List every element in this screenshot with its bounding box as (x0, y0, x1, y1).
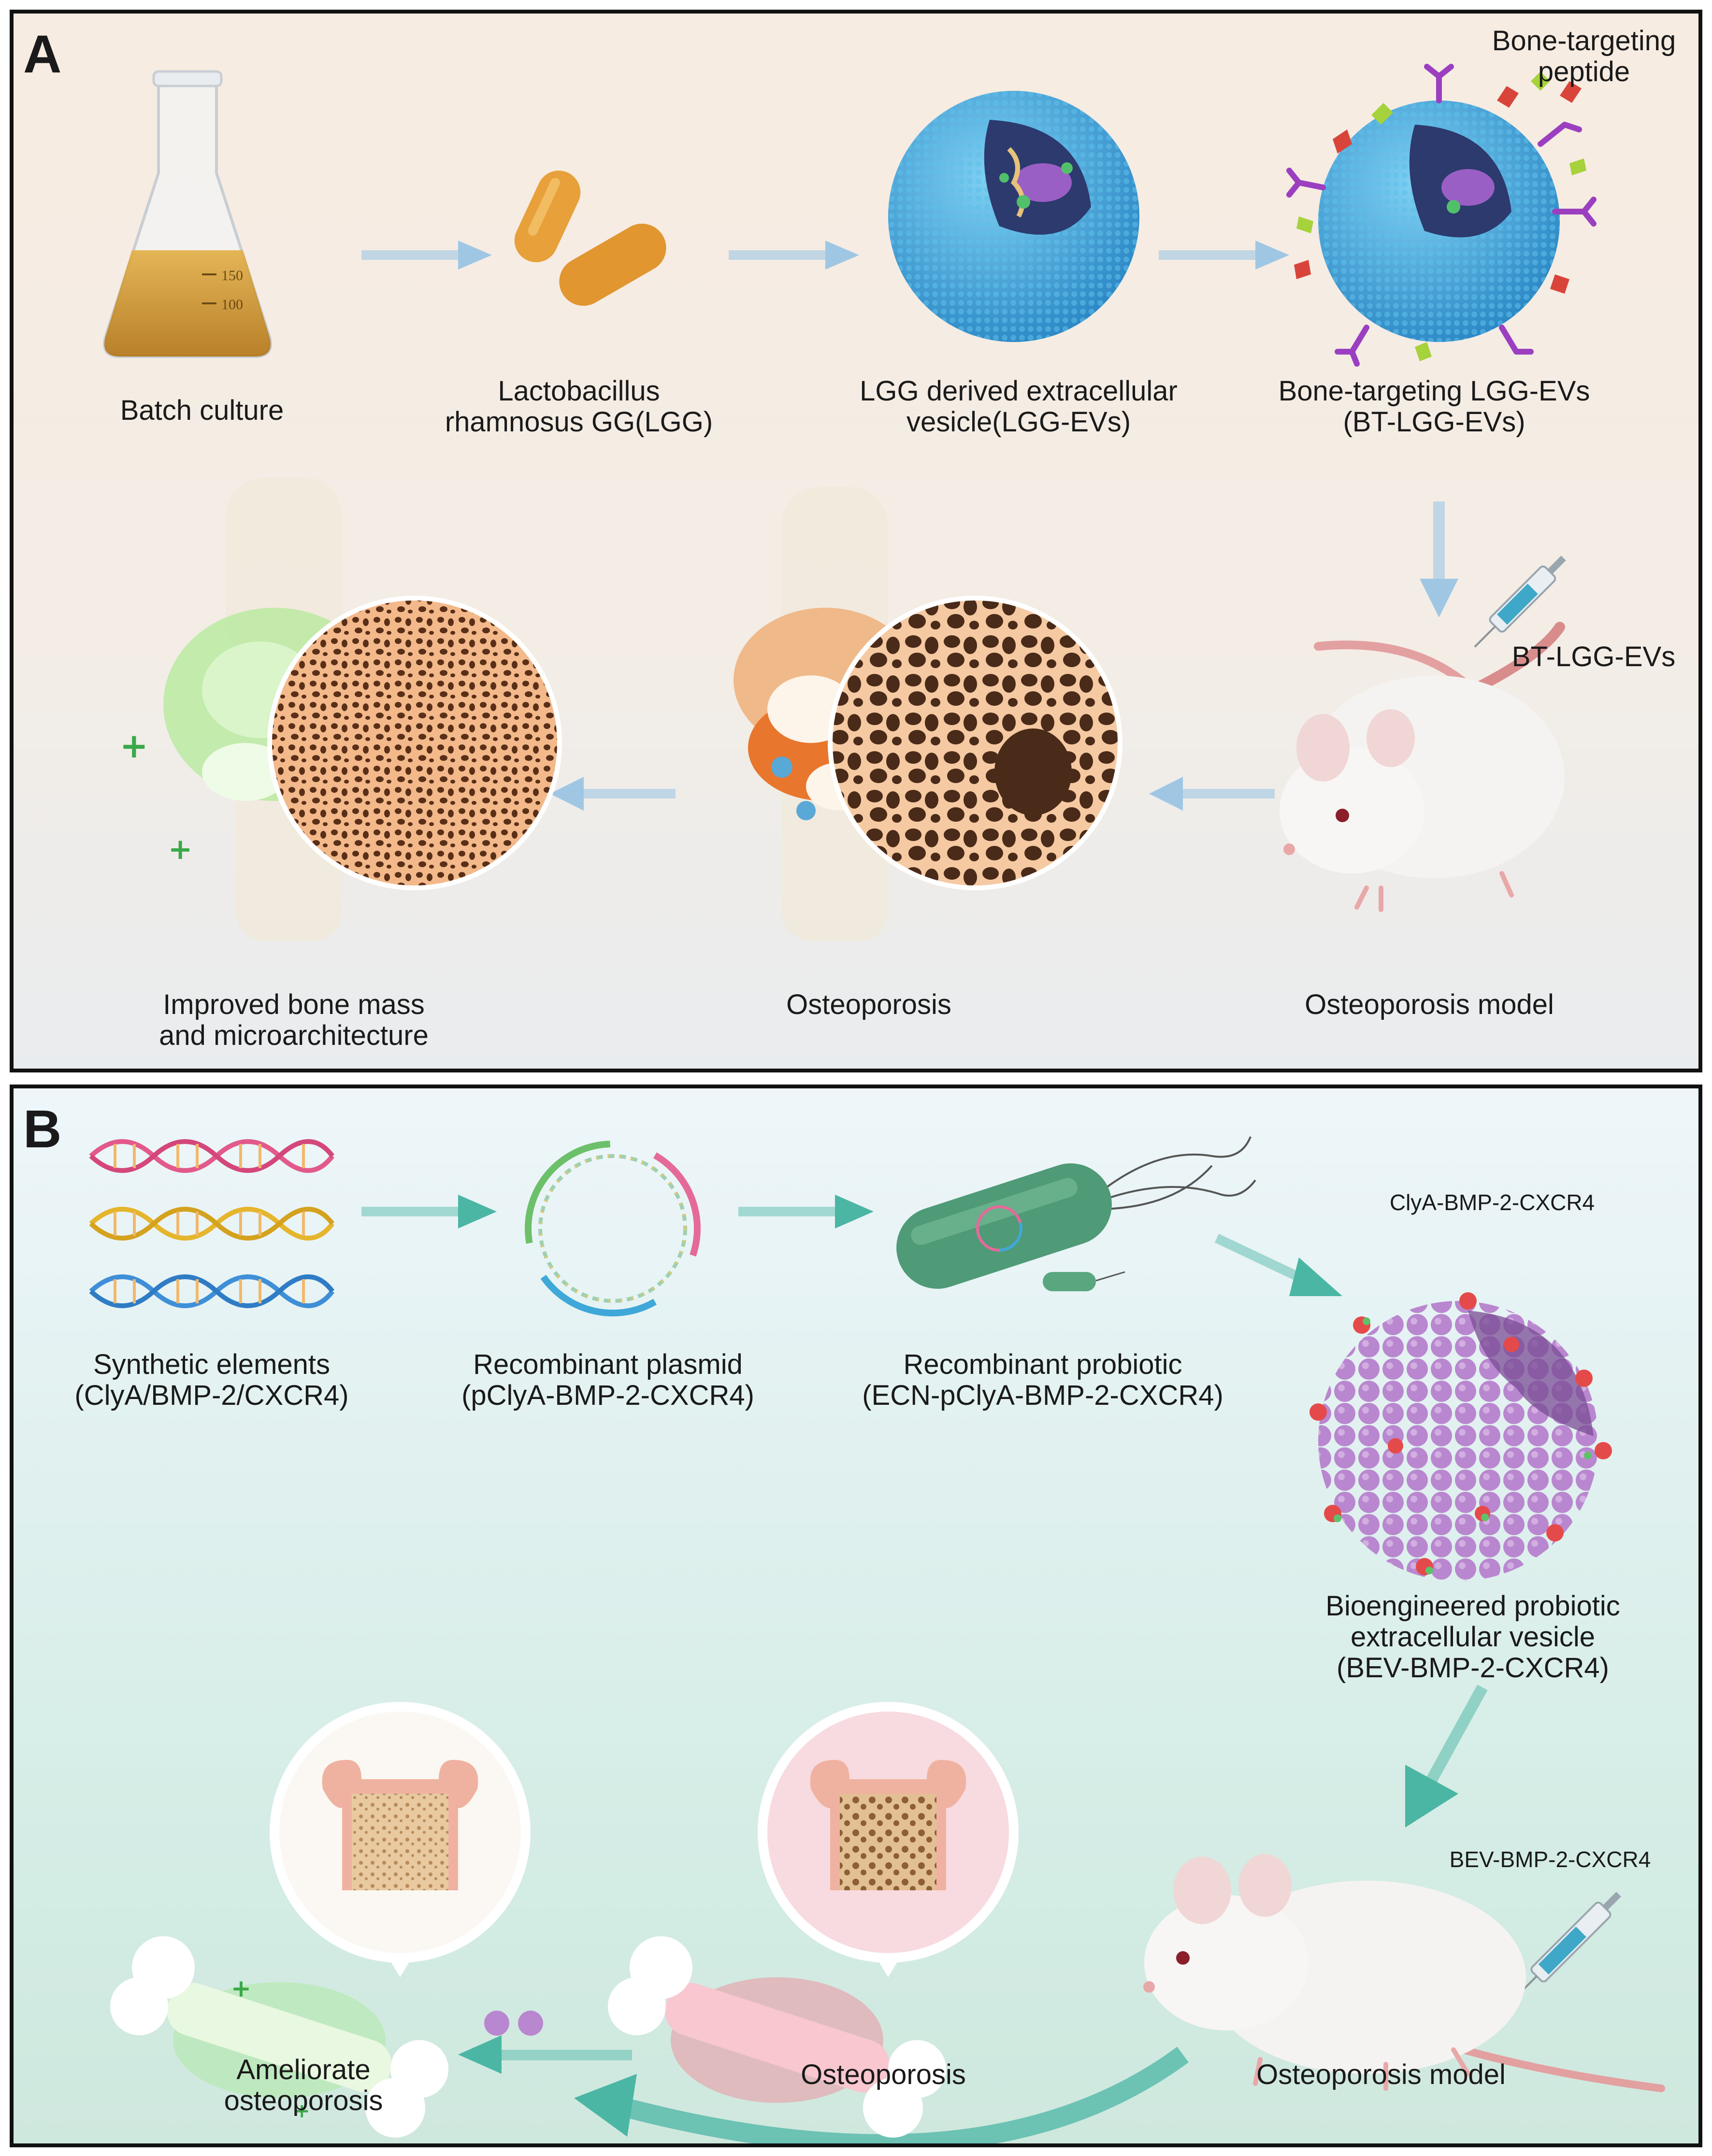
label-synthetic-line2: (ClyA/BMP-2/CXCR4) (74, 1380, 349, 1411)
label-bev-injection: BEV-BMP-2-CXCR4 (1449, 1847, 1651, 1872)
arrow-right-1 (361, 241, 492, 270)
svg-text:+: + (168, 832, 192, 866)
panel-a: A 150 100 (10, 10, 1702, 1072)
label-improved: Improved bone mass and microarchitecture (115, 989, 473, 1051)
svg-text:+: + (231, 1974, 251, 2002)
label-synthetic: Synthetic elements (ClyA/BMP-2/CXCR4) (52, 1349, 371, 1411)
label-plasmid: Recombinant plasmid (pClyA-BMP-2-CXCR4) (439, 1349, 777, 1411)
flask-mark-100: 100 (221, 297, 243, 313)
label-bev-line1: Bioengineered probiotic (1325, 1590, 1620, 1622)
arrow-b-right-2 (738, 1195, 874, 1228)
label-bev: Bioengineered probiotic extracellular ve… (1289, 1591, 1656, 1684)
bev-vesicle-icon (1309, 1292, 1612, 1581)
peptide-icon (1286, 64, 1597, 367)
arrow-right-3 (1159, 241, 1289, 270)
label-lgg-evs: LGG derived extracellular vesicle(LGG-EV… (835, 376, 1202, 438)
label-osteoporosis-model-a: Osteoporosis model (1305, 989, 1554, 1020)
mouse-icon (1280, 622, 1565, 912)
label-bev-line2: extracellular vesicle (1350, 1621, 1596, 1653)
label-osteoporosis-b: Osteoporosis (801, 2059, 966, 2090)
arrow-left-1 (1149, 777, 1275, 811)
arrow-b-right-1 (361, 1195, 497, 1228)
flask-icon: 150 100 (103, 70, 272, 358)
label-bt-lgg-evs-injection: BT-LGG-EVs (1511, 641, 1676, 672)
label-bt-lgg-evs-line2: (BT-LGG-EVs) (1343, 406, 1525, 438)
panel-a-letter: A (23, 25, 62, 84)
label-bt-lgg-evs: Bone-targeting LGG-EVs (BT-LGG-EVs) (1251, 376, 1618, 438)
label-synthetic-line1: Synthetic elements (93, 1349, 331, 1380)
label-bev-line3: (BEV-BMP-2-CXCR4) (1337, 1652, 1609, 1684)
vertebra-healthy-icon (270, 1702, 531, 1977)
label-improved-line2: and microarchitecture (159, 1020, 429, 1051)
label-osteoporosis-a: Osteoporosis (786, 989, 951, 1020)
probiotic-icon (896, 1136, 1256, 1291)
syringe-icon-b (1512, 1892, 1621, 2001)
syringe-icon (1474, 556, 1566, 648)
flask-mark-150: 150 (221, 268, 243, 284)
bone-healthy-icon: + + (110, 1936, 448, 2138)
mouse-icon-b (1143, 1854, 1665, 2092)
label-clya: ClyA-BMP-2-CXCR4 (1389, 1190, 1595, 1215)
label-bone-targeting-peptide: Bone-targeting peptide (1473, 26, 1695, 87)
bacteria-icon (514, 171, 666, 306)
label-peptide-line2: peptide (1538, 56, 1630, 87)
label-lgg-evs-line2: vesicle(LGG-EVs) (906, 406, 1131, 438)
label-improved-line1: Improved bone mass (163, 989, 425, 1020)
arrow-down (1420, 501, 1458, 617)
label-osteoporosis-model-b: Osteoporosis model (1256, 2059, 1506, 2090)
arrow-b-curved (574, 2046, 1189, 2143)
label-batch-culture: Batch culture (120, 395, 284, 426)
label-lgg-evs-line1: LGG derived extracellular (860, 375, 1178, 407)
bone-osteoporosis-icon (608, 1936, 946, 2138)
label-ameliorate-line1: Ameliorate (236, 2054, 371, 2085)
label-plasmid-line1: Recombinant plasmid (473, 1349, 743, 1380)
label-bt-lgg-evs-line1: Bone-targeting LGG-EVs (1278, 375, 1590, 407)
vesicle-particles-icon (484, 2011, 543, 2036)
arrow-b-diag (1214, 1233, 1342, 1296)
label-probiotic-line2: (ECN-pClyA-BMP-2-CXCR4) (862, 1380, 1223, 1411)
label-lgg-line2: rhamnosus GG(LGG) (445, 406, 713, 438)
arrow-right-2 (729, 241, 859, 270)
bt-vesicle-icon (1286, 64, 1597, 367)
label-ameliorate: Ameliorate osteoporosis (158, 2055, 448, 2116)
label-lgg-line1: Lactobacillus (498, 375, 660, 407)
arrow-b-left (458, 2035, 632, 2074)
vesicle-icon (888, 91, 1139, 342)
dense-bone-section-icon (267, 596, 562, 890)
svg-text:+: + (120, 726, 148, 766)
label-ameliorate-line2: osteoporosis (224, 2085, 383, 2116)
vertebra-osteoporosis-icon (758, 1702, 1019, 1977)
arrow-left-2 (550, 777, 676, 811)
label-plasmid-line2: (pClyA-BMP-2-CXCR4) (461, 1380, 754, 1411)
svg-text:+: + (294, 2100, 310, 2122)
label-peptide-line1: Bone-targeting (1492, 25, 1676, 57)
label-probiotic: Recombinant probiotic (ECN-pClyA-BMP-2-C… (835, 1349, 1251, 1411)
label-lgg: Lactobacillus rhamnosus GG(LGG) (429, 376, 729, 438)
dna-icon (89, 1139, 334, 1308)
panel-b: B (10, 1085, 1702, 2147)
plasmid-icon (524, 1141, 701, 1316)
arrow-b-down (1405, 1685, 1488, 1828)
bone-section-icon (828, 596, 1122, 890)
panel-b-letter: B (23, 1099, 62, 1159)
label-probiotic-line1: Recombinant probiotic (903, 1349, 1182, 1380)
